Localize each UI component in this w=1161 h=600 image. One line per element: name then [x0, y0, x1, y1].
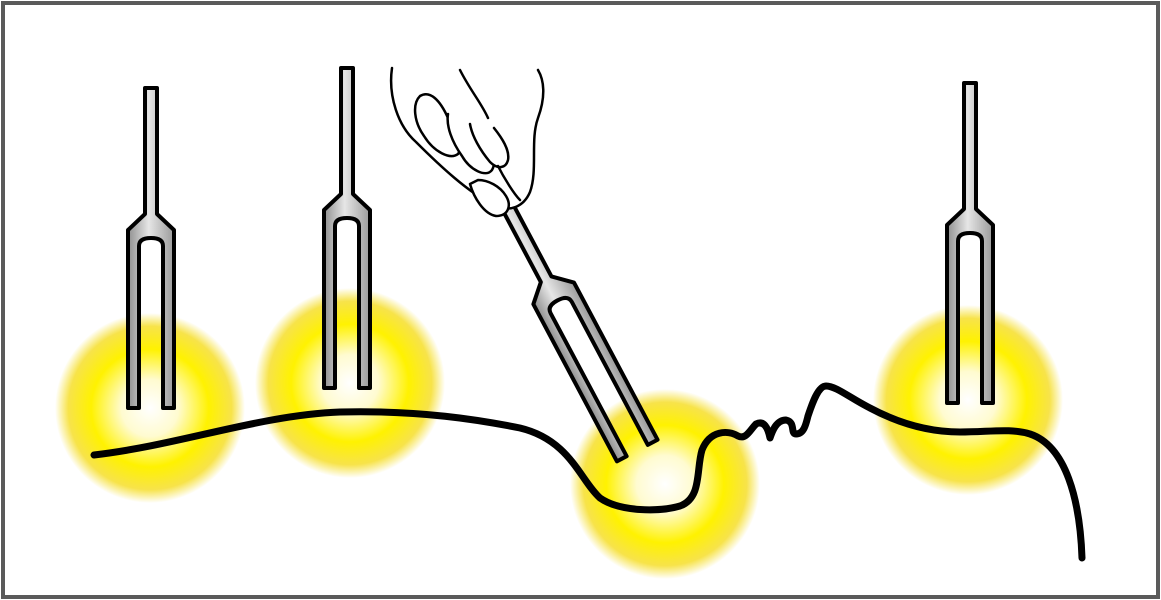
- body-outline-line: [90, 382, 1086, 562]
- glow-2: [255, 288, 445, 478]
- glow-4: [873, 305, 1063, 495]
- glow-1: [55, 313, 245, 503]
- hand-icon: [389, 66, 545, 218]
